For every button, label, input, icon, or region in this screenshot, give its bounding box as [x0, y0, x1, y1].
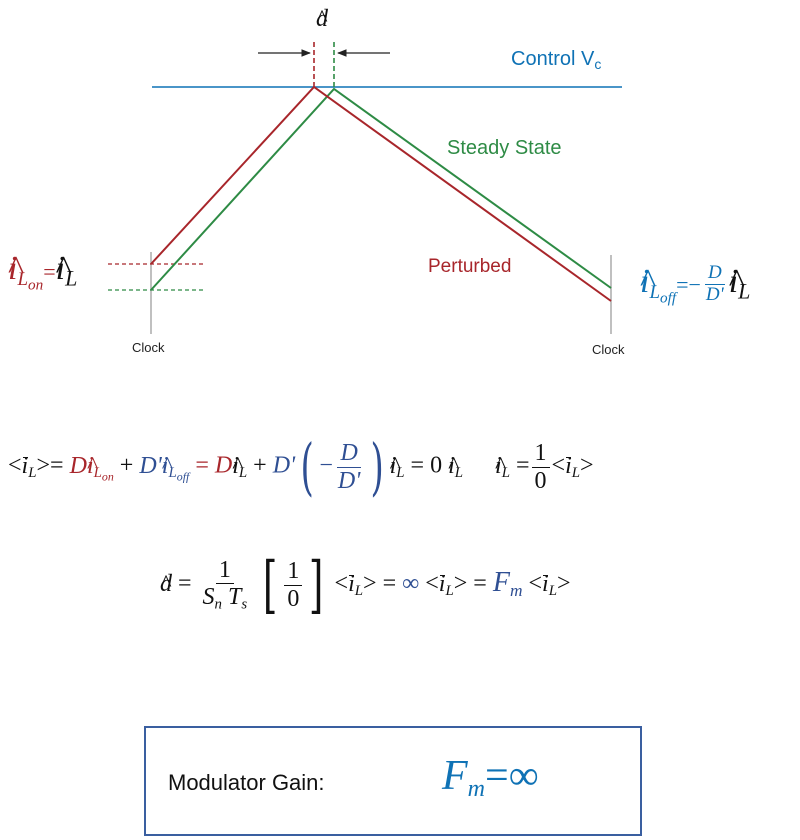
average-current-equation: <iL>= DiLon + D'iLoff = DiL + D'(−DD')iL…: [8, 436, 594, 498]
steady-state-waveform: [150, 87, 612, 291]
i-lon-equation: iLon=iL: [8, 250, 77, 294]
duty-perturbation-equation: d = 1Sn Ts [10] <iL> = ∞ <iL> = Fm <iL>: [160, 554, 571, 616]
control-voltage-label: Control Vc: [511, 48, 602, 73]
clock-label-right: Clock: [592, 342, 625, 357]
modulator-gain-value: Fm=∞: [442, 753, 539, 803]
modulator-gain-label: Modulator Gain:: [168, 770, 325, 795]
modulator-gain-box: Modulator Gain: Fm=∞: [144, 726, 642, 836]
perturbed-label: Perturbed: [428, 256, 512, 277]
steady-state-label: Steady State: [447, 137, 562, 159]
i-loff-equation: iLoff=−DD'iL: [640, 262, 750, 307]
dhat-label: d: [316, 6, 328, 33]
perturbed-waveform: [150, 85, 612, 302]
clock-label-left: Clock: [132, 340, 165, 355]
waveform-svg: [108, 42, 622, 334]
